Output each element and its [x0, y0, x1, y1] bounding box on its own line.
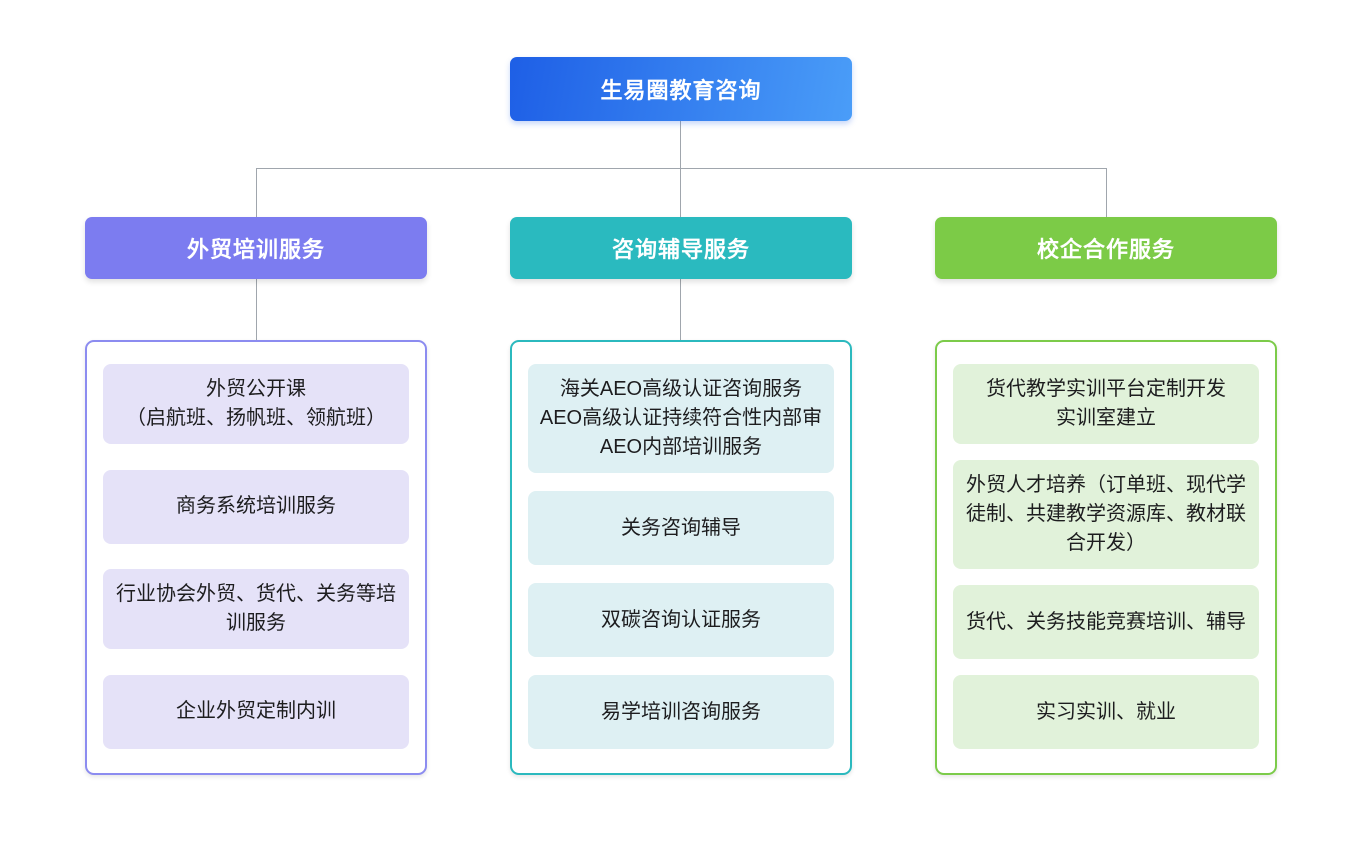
leaf-freight-training-platform: 货代教学实训平台定制开发 实训室建立 [953, 364, 1259, 444]
branch-drop-line-1 [256, 168, 257, 217]
leaf-enterprise-custom-training: 企业外贸定制内训 [103, 674, 409, 749]
branch-header-consulting-coaching: 咨询辅导服务 [510, 217, 852, 279]
leaf-industry-association-training: 行业协会外贸、货代、关务等培训服务 [103, 569, 409, 650]
root-stem-line [680, 121, 681, 168]
leaf-internship-employment: 实习实训、就业 [953, 675, 1259, 749]
leaf-business-system-training: 商务系统培训服务 [103, 469, 409, 544]
branch-rail-line [256, 168, 1106, 169]
leaf-aeo-certification-services: 海关AEO高级认证咨询服务 AEO高级认证持续符合性内部审 AEO内部培训服务 [528, 364, 834, 473]
root-node-label: 生易圈教育咨询 [600, 78, 762, 103]
header-group-link-1 [256, 279, 257, 340]
branch-drop-line-3 [1106, 168, 1107, 217]
branch-header-trade-training: 外贸培训服务 [85, 217, 427, 279]
branch-group-consulting-coaching: 海关AEO高级认证咨询服务 AEO高级认证持续符合性内部审 AEO内部培训服务 … [510, 340, 852, 775]
header-group-link-2 [680, 279, 681, 340]
root-node: 生易圈教育咨询 [510, 57, 852, 121]
branch-group-school-enterprise: 货代教学实训平台定制开发 实训室建立 外贸人才培养（订单班、现代学徒制、共建教学… [935, 340, 1277, 775]
leaf-open-course: 外贸公开课 （启航班、扬帆班、领航班） [103, 364, 409, 444]
branch-drop-line-2 [680, 168, 681, 217]
branch-header-school-enterprise: 校企合作服务 [935, 217, 1277, 279]
leaf-skills-competition-training: 货代、关务技能竞赛培训、辅导 [953, 585, 1259, 659]
leaf-yixue-training-consulting: 易学培训咨询服务 [528, 675, 834, 749]
branch-group-trade-training: 外贸公开课 （启航班、扬帆班、领航班） 商务系统培训服务 行业协会外贸、货代、关… [85, 340, 427, 775]
leaf-customs-consulting: 关务咨询辅导 [528, 491, 834, 565]
leaf-dual-carbon-certification: 双碳咨询认证服务 [528, 583, 834, 657]
leaf-talent-cultivation: 外贸人才培养（订单班、现代学徒制、共建教学资源库、教材联合开发） [953, 460, 1259, 569]
